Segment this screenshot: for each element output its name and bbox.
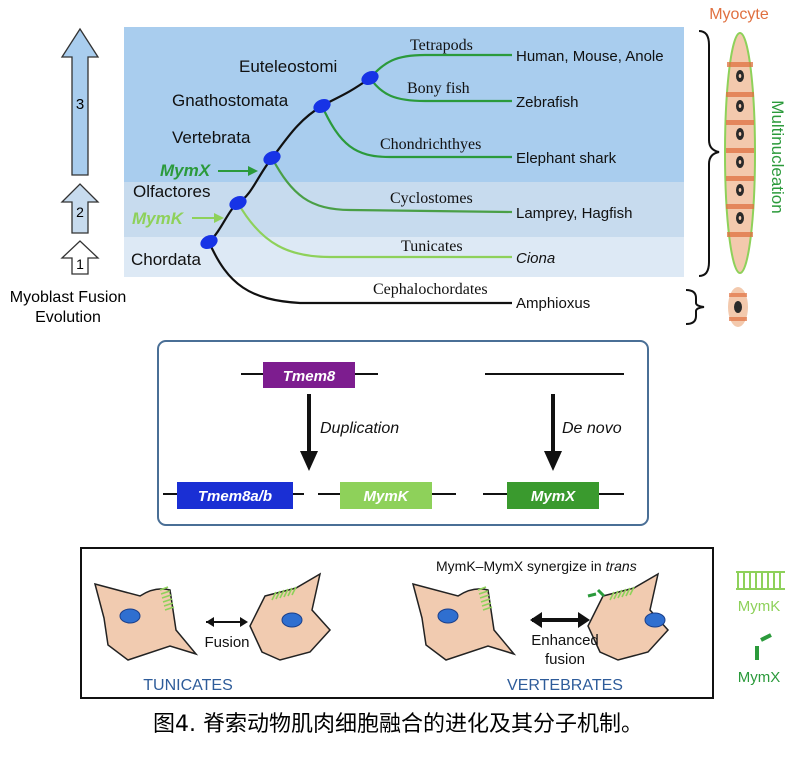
species-zebrafish: Zebrafish [516, 94, 579, 111]
branch-bony-fish [369, 77, 512, 103]
denovo-label: De novo [562, 420, 622, 437]
species-elephant-shark: Elephant shark [516, 150, 617, 167]
vertebrate-right-mymx [587, 588, 606, 598]
label-vertebrata: Vertebrata [172, 128, 251, 147]
enhanced-label-line2: fusion [545, 651, 585, 668]
tunicate-right-nucleus [281, 612, 303, 628]
tmem8ab-gene-box [177, 482, 293, 509]
label-cephalochordates: Cephalochordates [373, 281, 488, 298]
mymx-gene-box [507, 482, 599, 509]
brace-multinucleated [698, 30, 720, 277]
fusion-arrow-right [240, 617, 248, 627]
species-amphioxus: Amphioxus [516, 295, 590, 312]
evolution-label-line2: Evolution [35, 309, 101, 326]
brace-single [685, 289, 705, 325]
label-tetrapods: Tetrapods [410, 37, 473, 54]
legend-mymx: MymX [738, 669, 781, 686]
figure-caption: 图4. 脊索动物肌肉细胞融合的进化及其分子机制。 [153, 712, 643, 737]
vertebrate-left-mymk [477, 586, 493, 611]
mymk-gene-label: MymK [363, 488, 409, 505]
legend-mymk: MymK [738, 598, 781, 615]
tunicate-left-mymk [159, 586, 175, 611]
species-labels: Human, Mouse, Anole Zebrafish Elephant s… [516, 48, 664, 312]
node-gnathostomata [313, 98, 331, 114]
synergy-caption: MymK–MymX synergize in trans [436, 558, 637, 574]
myoblast-striation-top [729, 293, 747, 297]
gene-origin-panel: Tmem8 Duplication De novo Tmem8a/b MymK … [157, 340, 649, 526]
tmem8-gene-box [263, 362, 355, 388]
evolution-level-1: 1 [76, 256, 84, 272]
myocyte-illustration: Myocyte [685, 6, 787, 327]
species-ciona: Ciona [516, 250, 555, 267]
branch-labels: Tetrapods Bony fish Chondrichthyes Cyclo… [373, 37, 488, 298]
myocyte-striations [726, 62, 754, 237]
node-labels: Euteleostomi Gnathostomata Vertebrata Ol… [131, 57, 337, 269]
vertebrate-left-nucleus [437, 608, 459, 624]
evolution-level-2: 2 [76, 204, 84, 220]
myocyte-nucleus-holes [738, 74, 742, 220]
tunicates-label: TUNICATES [143, 677, 232, 694]
tunicate-left-nucleus [119, 608, 141, 624]
fusion-label: Fusion [204, 634, 249, 651]
synergy-italic: trans [606, 558, 637, 574]
vertebrates-label: VERTEBRATES [507, 677, 623, 694]
tree-nodes [200, 70, 379, 250]
phylogenetic-tree [207, 53, 513, 305]
mymk-gene-box [340, 482, 432, 509]
label-bony-fish: Bony fish [407, 80, 470, 97]
label-cyclostomes: Cyclostomes [390, 190, 473, 207]
protein-legend: MymK MymX [736, 571, 785, 686]
label-olfactores: Olfactores [133, 182, 210, 201]
evolution-level-3: 3 [76, 96, 84, 113]
label-tunicates: Tunicates [401, 238, 463, 255]
myocyte-title: Myocyte [709, 6, 769, 23]
marker-mymk-label: MymK [132, 209, 185, 228]
enhanced-arrow-left [530, 612, 542, 628]
synergy-prefix: MymK–MymX synergize in [436, 558, 606, 574]
evolution-arrow-3 [60, 27, 100, 176]
myoblast-nucleus [734, 301, 742, 313]
fusion-arrow-left [206, 617, 214, 627]
mymx-legend-icon [755, 633, 772, 660]
multinucleation-label: Multinucleation [768, 100, 787, 213]
label-chondrichthyes: Chondrichthyes [380, 136, 481, 153]
denovo-arrow-head [544, 451, 562, 471]
evolution-label-line1: Myoblast Fusion [10, 289, 127, 306]
vertebrate-right-mymk [609, 586, 635, 601]
myoblast-striation-bottom [729, 317, 747, 321]
species-lamprey-hagfish: Lamprey, Hagfish [516, 205, 632, 222]
node-olfactores [229, 195, 247, 211]
vertebrate-cell-right [587, 572, 670, 661]
mymx-gene-label: MymX [531, 488, 576, 505]
vertebrate-right-nucleus [644, 612, 666, 628]
enhanced-arrow-right [578, 612, 590, 628]
branch-cephalochordates [207, 241, 512, 305]
duplication-label: Duplication [320, 420, 399, 437]
node-euteleostomi [361, 70, 379, 86]
label-chordata: Chordata [131, 250, 201, 269]
tree-gene-markers: MymX MymK [132, 161, 258, 228]
band-olfactores [124, 182, 684, 237]
enhanced-label-line1: Enhanced [531, 632, 599, 649]
node-vertebrata [263, 150, 281, 166]
evolution-arrow-2 [60, 183, 100, 234]
marker-mymx-label: MymX [160, 161, 212, 180]
tmem8-label: Tmem8 [283, 368, 336, 385]
branch-chondrichthyes [321, 105, 512, 159]
tmem8ab-label: Tmem8a/b [198, 488, 272, 505]
branch-cyclostomes [271, 157, 513, 214]
node-chordata [200, 234, 218, 250]
species-human-mouse-anole: Human, Mouse, Anole [516, 48, 664, 65]
fusion-panel: MymK–MymX synergize in trans Fusion TUNI… [80, 547, 714, 699]
tunicate-right-mymk [271, 586, 297, 601]
branch-tunicates [237, 202, 512, 259]
evolution-arrow-1 [60, 240, 100, 275]
label-euteleostomi: Euteleostomi [239, 57, 337, 76]
evolution-arrows: 3 2 1 Myoblast Fusion Evolution [10, 27, 127, 326]
label-gnathostomata: Gnathostomata [172, 91, 289, 110]
duplication-arrow-head [300, 451, 318, 471]
mymk-legend-icon [736, 571, 785, 590]
